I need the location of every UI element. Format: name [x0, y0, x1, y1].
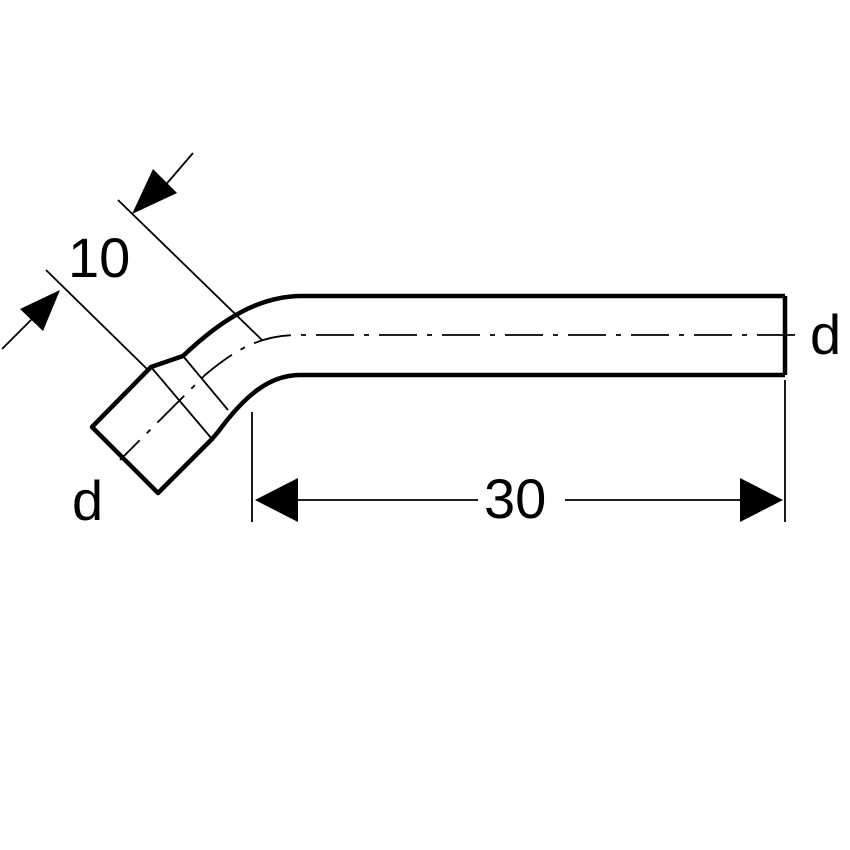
- pipe-centerline: [119, 334, 795, 461]
- arrow-30-left: [255, 478, 298, 522]
- dimension-leader-10-right: [162, 152, 194, 189]
- arrow-10-right: [132, 169, 177, 214]
- arrow-10-left: [20, 290, 60, 331]
- diameter-label-left: d: [72, 469, 103, 532]
- diameter-label-right: d: [810, 303, 841, 366]
- socket-mid-line: [182, 355, 229, 411]
- socket-outline: [89, 353, 220, 496]
- extension-line-10-inner: [117, 199, 263, 341]
- extension-line-10-outer: [45, 269, 149, 371]
- pipe-top-edge: [181, 293, 785, 358]
- socket-inner-line: [150, 366, 213, 440]
- pipe-bottom-edge: [216, 372, 785, 434]
- arrow-30-right: [740, 478, 783, 522]
- dimension-label-10: 10: [68, 226, 130, 289]
- dimension-label-30: 30: [484, 467, 546, 530]
